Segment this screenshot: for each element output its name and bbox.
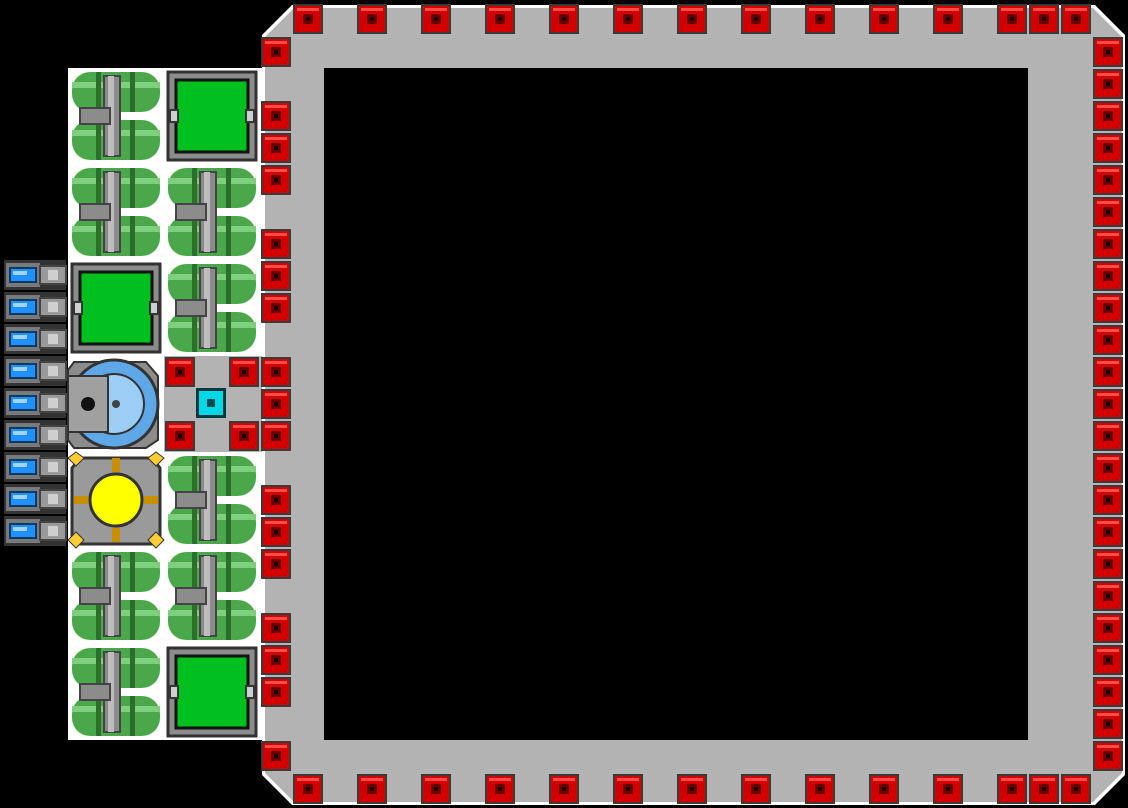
armor-block[interactable] [165, 421, 195, 451]
armor-block[interactable] [357, 4, 387, 34]
container-module[interactable] [66, 258, 166, 358]
armor-block[interactable] [1093, 261, 1123, 291]
armor-block[interactable] [485, 4, 515, 34]
shield-dome[interactable] [67, 356, 164, 452]
armor-block[interactable] [613, 774, 643, 804]
armor-block[interactable] [1093, 133, 1123, 163]
armor-block[interactable] [1093, 677, 1123, 707]
armor-block[interactable] [1093, 581, 1123, 611]
armor-block[interactable] [1093, 357, 1123, 387]
armor-block[interactable] [1093, 229, 1123, 259]
armor-block[interactable] [613, 4, 643, 34]
armor-block[interactable] [261, 421, 291, 451]
thruster-array[interactable] [3, 259, 67, 547]
armor-block[interactable] [261, 165, 291, 195]
armor-block[interactable] [1029, 774, 1059, 804]
armor-block[interactable] [1093, 197, 1123, 227]
armor-block[interactable] [261, 485, 291, 515]
armor-block[interactable] [1093, 69, 1123, 99]
armor-block[interactable] [549, 4, 579, 34]
armor-block[interactable] [261, 549, 291, 579]
reactor-core[interactable] [67, 451, 165, 549]
armor-block[interactable] [261, 133, 291, 163]
armor-block[interactable] [261, 261, 291, 291]
armor-block[interactable] [805, 774, 835, 804]
armor-block[interactable] [261, 517, 291, 547]
armor-block[interactable] [805, 4, 835, 34]
armor-block[interactable] [229, 357, 259, 387]
armor-block[interactable] [261, 293, 291, 323]
armor-block[interactable] [1093, 165, 1123, 195]
container-module[interactable] [162, 66, 262, 166]
armor-block[interactable] [1061, 4, 1091, 34]
armor-block[interactable] [1093, 101, 1123, 131]
armor-block[interactable] [485, 774, 515, 804]
armor-block[interactable] [933, 774, 963, 804]
armor-block[interactable] [261, 101, 291, 131]
armor-block[interactable] [421, 774, 451, 804]
armor-block[interactable] [677, 4, 707, 34]
armor-block[interactable] [293, 4, 323, 34]
armor-block[interactable] [1093, 517, 1123, 547]
armor-block[interactable] [261, 741, 291, 771]
armor-block[interactable] [261, 389, 291, 419]
armor-block[interactable] [1093, 389, 1123, 419]
armor-block[interactable] [261, 37, 291, 67]
armor-block[interactable] [1093, 709, 1123, 739]
armor-block[interactable] [1093, 613, 1123, 643]
armor-block[interactable] [261, 357, 291, 387]
armor-block[interactable] [1061, 774, 1091, 804]
armor-block[interactable] [933, 4, 963, 34]
armor-block[interactable] [1093, 485, 1123, 515]
armor-block[interactable] [261, 229, 291, 259]
armor-block[interactable] [1093, 549, 1123, 579]
container-module[interactable] [162, 642, 262, 742]
armor-block[interactable] [1093, 741, 1123, 771]
main-hull[interactable] [262, 5, 1125, 805]
armor-block[interactable] [293, 774, 323, 804]
armor-block[interactable] [1093, 293, 1123, 323]
armor-block[interactable] [1093, 37, 1123, 67]
armor-block[interactable] [741, 774, 771, 804]
armor-block[interactable] [997, 4, 1027, 34]
armor-block[interactable] [1093, 645, 1123, 675]
hull-cargo-void [324, 68, 1028, 740]
armor-block[interactable] [997, 774, 1027, 804]
armor-block[interactable] [229, 421, 259, 451]
armor-block[interactable] [1029, 4, 1059, 34]
armor-block[interactable] [549, 774, 579, 804]
armor-block[interactable] [261, 645, 291, 675]
armor-block[interactable] [165, 357, 195, 387]
armor-block[interactable] [869, 4, 899, 34]
armor-block[interactable] [677, 774, 707, 804]
armor-block[interactable] [261, 613, 291, 643]
armor-block[interactable] [261, 677, 291, 707]
armor-block[interactable] [1093, 453, 1123, 483]
armor-block[interactable] [1093, 421, 1123, 451]
armor-block[interactable] [741, 4, 771, 34]
armor-block[interactable] [1093, 325, 1123, 355]
armor-block[interactable] [869, 774, 899, 804]
armor-block[interactable] [357, 774, 387, 804]
armor-block[interactable] [421, 4, 451, 34]
